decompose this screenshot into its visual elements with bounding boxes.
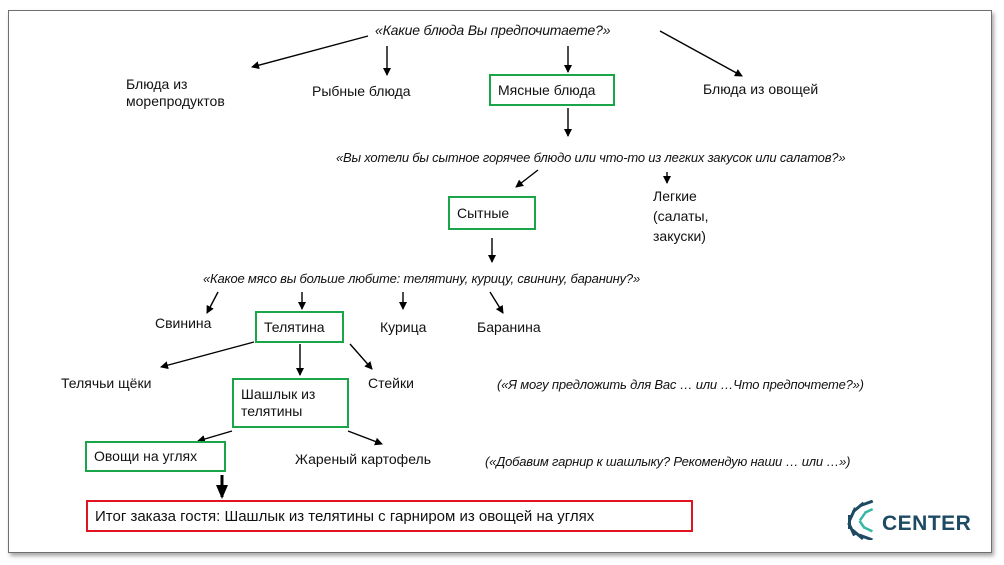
arrow-q2-hearty [515, 169, 539, 188]
node-vegetables: Блюда из овощей [703, 81, 819, 97]
node-grilled-veg-box: Овощи на углях [85, 441, 226, 472]
node-hearty-box: Сытные [448, 196, 536, 230]
center-logo-text: CENTER [882, 512, 972, 535]
result-text: Итог заказа гостя: Шашлык из телятины с … [95, 507, 595, 525]
node-hearty: Сытные [457, 204, 510, 221]
arrow-veal-steaks [349, 343, 373, 370]
arrow-q1-seafood [251, 35, 369, 70]
node-veal: Телятина [264, 318, 325, 335]
node-veal-cheeks: Телячьи щёки [61, 375, 152, 391]
node-fish: Рыбные блюда [312, 83, 411, 99]
arrow-kebab-potato [347, 430, 383, 446]
arrow-kebab-veg [197, 430, 233, 443]
node-seafood: Блюда из морепродуктов [126, 76, 225, 109]
question-5: («Добавим гарнир к шашлыку? Рекомендую н… [485, 454, 851, 469]
node-veal-box: Телятина [255, 311, 344, 343]
result-box: Итог заказа гостя: Шашлык из телятины с … [86, 500, 693, 532]
node-meat-box: Мясные блюда [489, 74, 615, 106]
question-4: («Я могу предложить для Вас … или …Что п… [497, 377, 864, 392]
node-meat: Мясные блюда [498, 81, 596, 98]
node-chicken: Курица [380, 319, 427, 335]
node-steaks: Стейки [368, 375, 414, 391]
arrow-veal-cheeks [160, 341, 255, 370]
node-veal-kebab-box: Шашлык из телятины [232, 378, 349, 428]
arrow-q3-lamb [489, 291, 504, 314]
question-2: «Вы хотели бы сытное горячее блюдо или ч… [336, 150, 846, 165]
slide-frame [8, 10, 992, 553]
node-veal-kebab: Шашлык из телятины [241, 386, 316, 419]
arrow-q3-pork [206, 291, 219, 314]
node-light: Легкие (салаты, закуски) [653, 188, 709, 244]
node-lamb: Баранина [477, 319, 541, 335]
center-logo-icon [847, 500, 874, 540]
node-fried-potatoes: Жареный картофель [295, 451, 431, 467]
arrow-q1-veg [659, 30, 743, 77]
node-pork: Свинина [155, 315, 212, 331]
question-1: «Какие блюда Вы предпочитаете?» [375, 22, 611, 38]
node-grilled-veg: Овощи на углях [94, 448, 198, 464]
question-3: «Какое мясо вы больше любите: телятину, … [203, 271, 640, 286]
